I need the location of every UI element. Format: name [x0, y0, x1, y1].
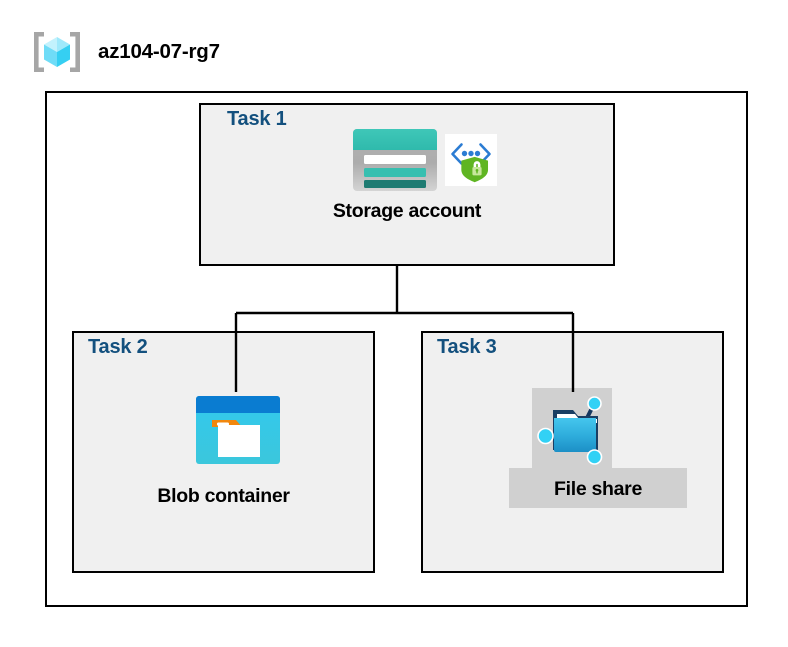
- storage-account-caption: Storage account: [332, 200, 482, 222]
- resource-group-name: az104-07-rg7: [98, 40, 220, 63]
- task-1-label: Task 1: [227, 108, 287, 130]
- task-3-label: Task 3: [437, 336, 497, 358]
- blob-container-caption: Blob container: [157, 485, 290, 507]
- secure-endpoint-shield-lock-icon: [445, 134, 497, 186]
- azure-blob-container-icon: [196, 396, 280, 464]
- file-share-caption-highlight: [509, 468, 687, 508]
- azure-file-share-icon: [537, 396, 603, 465]
- resource-group-header: az104-07-rg7: [30, 28, 220, 76]
- azure-storage-account-icon: [353, 129, 437, 191]
- task-2-label: Task 2: [88, 336, 148, 358]
- resource-group-cube-icon: [34, 32, 80, 72]
- file-share-caption: File share: [553, 478, 643, 500]
